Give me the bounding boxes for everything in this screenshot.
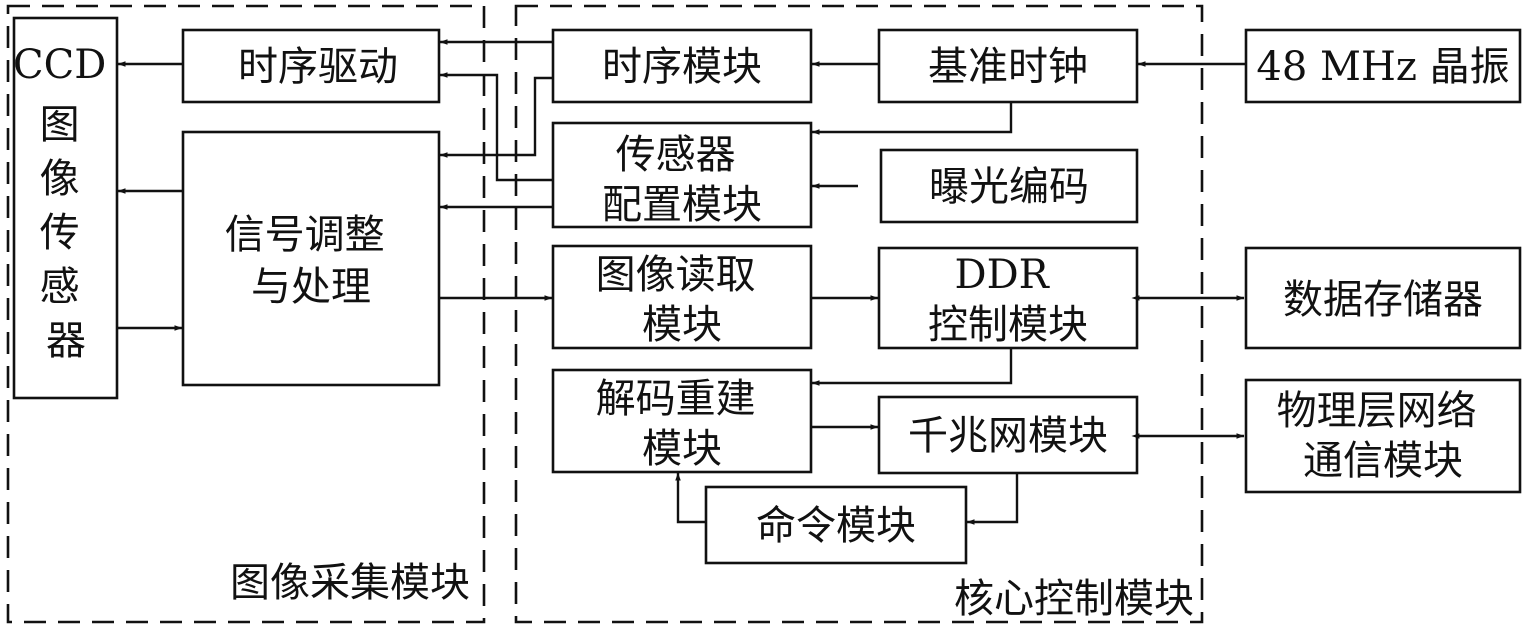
signal-conditioning-label: 信号调整 与处理 [225,212,398,310]
phy-network-block: 物理层网络 通信模块 [1244,378,1522,494]
ccd-sensor-label: CCD 图 像 传 感 器 [13,42,119,364]
ddr-control-label: DDR 控制模块 [928,252,1088,348]
timing-drive-block: 时序驱动 [181,28,441,104]
image-read-block: 图像读取 模块 [551,244,813,350]
timing-module-block: 时序模块 [551,28,813,104]
timing-drive-label: 时序驱动 [238,44,398,90]
sensor-config-label: 传感器 配置模块 [602,132,762,228]
data-storage-block: 数据存储器 [1244,246,1522,350]
arrow-gigabit-to-command [966,473,1019,525]
decode-rebuild-block: 解码重建 模块 [551,368,813,474]
reference-clock-block: 基准时钟 [877,28,1139,104]
ccd-sensor-block: CCD 图 像 传 感 器 [12,16,119,400]
timing-module-label: 时序模块 [602,44,762,90]
arrow-command-to-decode [675,472,706,524]
core-control-region [514,4,1204,624]
exposure-coding-label: 曝光编码 [929,164,1089,210]
crystal-block: 48 MHz 晶振 [1244,28,1522,104]
image-read-label: 图像读取 模块 [596,252,769,348]
command-module-label: 命令模块 [756,503,916,549]
arrow-sensor-config-to-timing-drive [439,72,553,182]
data-storage-label: 数据存储器 [1283,277,1483,323]
arrow-clock-to-sensor-config [811,102,1013,135]
signal-conditioning-block: 信号调整 与处理 [181,130,441,387]
arrow-ddr-to-decode [811,348,1013,386]
crystal-label: 48 MHz 晶振 [1256,44,1509,90]
gigabit-module-block: 千兆网模块 [877,395,1139,475]
reference-clock-label: 基准时钟 [928,44,1088,90]
core-control-region-label: 核心控制模块 [954,576,1194,622]
command-module-block: 命令模块 [704,485,968,565]
gigabit-module-label: 千兆网模块 [908,413,1108,459]
phy-network-label: 物理层网络 通信模块 [1277,388,1490,484]
ddr-control-block: DDR 控制模块 [877,246,1139,350]
exposure-coding-block: 曝光编码 [879,148,1139,224]
arrow-timing-module-to-signal [439,76,553,158]
sensor-config-block: 传感器 配置模块 [551,121,813,229]
image-acquisition-region [6,4,486,624]
decode-rebuild-label: 解码重建 模块 [596,376,769,472]
image-acquisition-region-label: 图像采集模块 [230,560,470,606]
